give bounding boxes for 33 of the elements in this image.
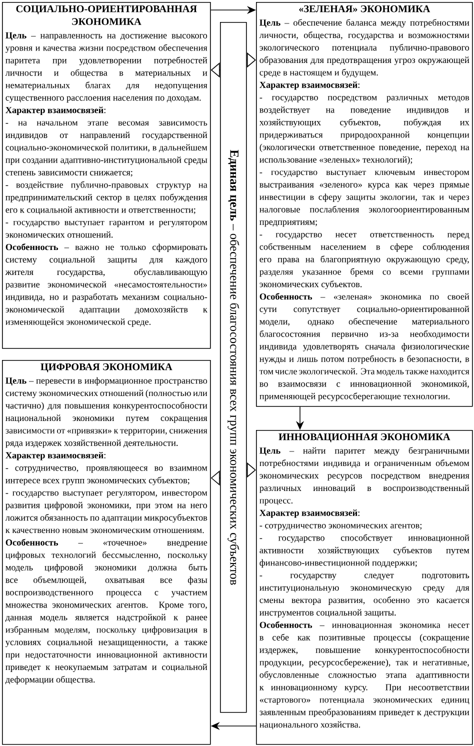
paragraph: Цель – найти паритет между безграничными потребностями индивида и ограниченным объемом экономических ресурсов посредством внедрения различных инноваций в воспроизводственный процесс. [260, 447, 470, 506]
paragraph: Цель – направленность на достижение высокого уровня и качества жизни посредством обеспечения паритета при удовлетворении потребностей личности и общества в материальных и нематериальных благах для недопущения существенного расслоения населения по доходам. [6, 32, 208, 103]
heading: «ЗЕЛЕНАЯ» ЭКОНОМИКА [299, 5, 430, 12]
heading: ЦИФРОВАЯ ЭКОНОМИКА [40, 363, 172, 372]
paragraph: - государство выступает гарантом и регулятором экономических отношений. [6, 220, 208, 238]
paragraph: Цель – перевести в информационное пространство систему экономических отношений (полностью или частично) для повышения конкурентоспособности национальной экономики путем сокращения зависимости от «привязки» к территории, снижения ряда издержек хозяйственной деятельности. [6, 377, 208, 448]
paragraph: Характер взаимосвязей: [260, 82, 360, 90]
paragraph: Характер взаимосвязей: [260, 510, 360, 518]
text-box [256, 2, 473, 407]
paragraph: - на начальном этапе весомая зависимость индивидов от направлений государственной социально-экономической политики, в дальнейшем при создании адаптивно-институциональной среды степень зависимости снижается; [6, 121, 208, 177]
paragraph: - государство посредством различных методов воздействует на поведение индивидов и хозяйствующих субъектов, побуждая их придерживаться природоохранной концепции (экологически ответственное поведение, переход на использование «зеленых» технологий); [259, 96, 470, 165]
text-box [2, 2, 211, 349]
paragraph: - сотрудничество, проявляющееся во взаимном интересе всех групп экономических субъектов; [6, 466, 208, 486]
paragraph: Цель – обеспечение баланса между потребностями личности, общества, государства и возможностями экологического потенциала публично-правового образования для предотвращения угроз окружающей среде в настоящем и будущем. [260, 19, 470, 78]
heading: ИННОВАЦИОННАЯ ЭКОНОМИКА [278, 433, 450, 442]
paragraph: - государство выступает ключевым инвестором выстраивания «зеленого» курса как через прямые инвестиции в сферу защиты экологии, так и через налоговые послабления экологоориентированным предприятиям; [260, 170, 470, 227]
paragraph: - государство несет ответственность перед собственным населением в сфере соблюдения его права на благоприятную окружающую среду, разделяя указанное бремя со всеми группами экономических субъектов. [260, 232, 470, 290]
paragraph: Особенность – «зеленая» экономика по своей сути сопутствует социально-ориентированной модели, однако обеспечение материального благосостояния первично из-за необходимости индивида удовлетворять сначала физиологические нужды и лишь потом потребность в безопасности, в том числе экологической. Эта модель также находится во взаимосвязи с инновационной экономикой, применяющей ресурсосберегающие технологии. [260, 293, 470, 402]
paragraph: Характер взаимосвязей: [6, 106, 106, 116]
paragraph: Особенность – важно не только сформировать систему социальной защиты для каждого жителя государства, обуславливающую развитие экономической «несамостоятельности» индивида, но и разработать механизм социально-экономической адаптации домохозяйств к изменяющейся экономической среде. [5, 243, 208, 327]
vertical-label: Единая цель – обеспечение благосостояния всех групп экономических субъектов [228, 150, 240, 585]
paragraph: - воздействие публично-правовых структур на предпринимательский сектор в целях побуждения его к социальной активности и ответственности; [6, 181, 208, 214]
text-box [256, 430, 473, 745]
paragraph: - государство выступает регулятором, инвестором развития цифровой экономики, при этом на него ложится обязанность по адаптации микросубъектов к качественно новым экономическим отношениям. [6, 491, 208, 534]
heading: СОЦИАЛЬНО-ОРИЕНТИРОВАННАЯ ЭКОНОМИКА [16, 5, 197, 25]
paragraph: Особенность – «точечное» внедрение цифровых технологий бессмысленно, поскольку модель цифровой экономики должна быть все объемлющей, охватывая все фазы воспроизводственного процесса с участием множества экономических агентов. Кроме того, данная модель является надстройкой к ранее избранным моделям, поскольку цифровизация в условиях социальной незащищенности, а также при недостаточности инновационной активности приведет к неокупаемым затратам и социальной деформации общества. [5, 538, 208, 684]
text-box [2, 360, 211, 745]
goal-box [220, 22, 247, 713]
paragraph: Характер взаимосвязей: [6, 452, 106, 460]
paragraph: Особенность – инновационная экономика несет в себе как позитивные процессы (сокращение издержек, повышение конкурентоспособности продукции, ресурсосбережение), так и негативные, обусловленные сложностью этапа адаптивности к инновационному курсу. При несоответствии «стартового» потенциала экономических единиц заявленным преобразованиям приведет к деструкции национального хозяйства. [260, 621, 470, 730]
paragraph: - государству следует подготовить институциональную экономическую среду для смены вектора развития, особенно это касается инструментов социальной защиты. [260, 574, 470, 618]
paragraph: - государство способствует инновационной активности хозяйствующих субъектов путем финансово-инвестиционной поддержки; [260, 534, 470, 568]
paragraph: - сотрудничество экономических агентов; [260, 524, 422, 530]
